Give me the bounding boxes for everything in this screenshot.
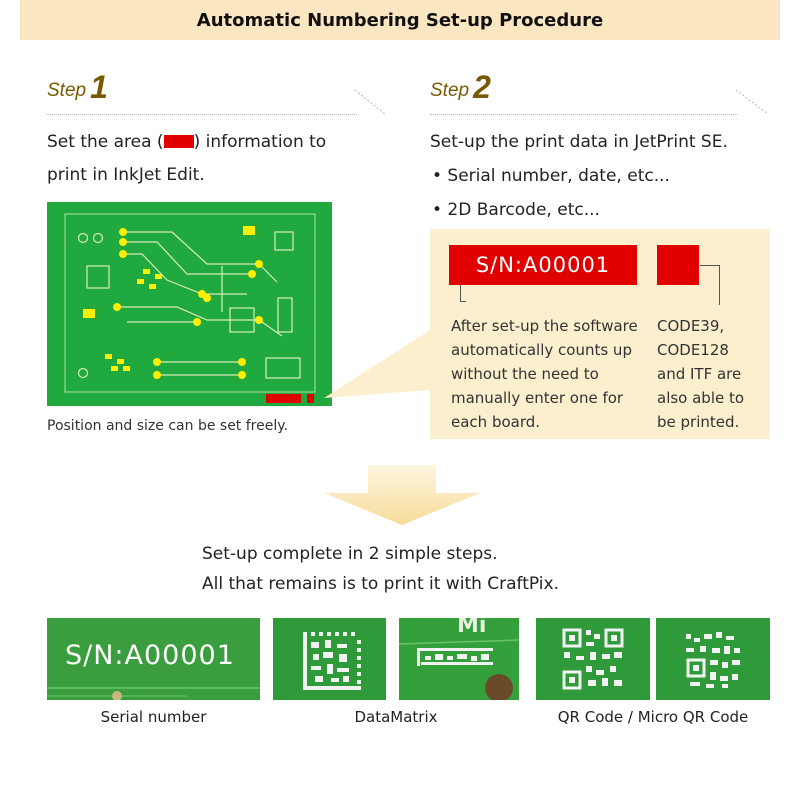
caption-qr-code: QR Code / Micro QR Code — [557, 708, 749, 726]
micro-qr-code-photo — [656, 618, 770, 700]
desc-line: automatically counts up — [451, 341, 632, 359]
caption-datamatrix: DataMatrix — [354, 708, 438, 726]
datamatrix-code-1 — [303, 632, 361, 690]
step2-rule-slant — [736, 90, 769, 115]
desc-line: be printed. — [657, 413, 740, 431]
desc-line: also able to — [657, 389, 745, 407]
step1-line2: print in InkJet Edit. — [47, 165, 205, 185]
serial-connector-line — [460, 285, 461, 301]
step2-word: Step — [430, 80, 470, 101]
header-band: Automatic Numbering Set-up Procedure — [20, 0, 780, 40]
page-title: Automatic Numbering Set-up Procedure — [196, 9, 604, 31]
bullet-serial-number: • Serial number, date, etc... — [432, 166, 670, 186]
step1-rule — [47, 114, 357, 115]
desc-line: manually enter one for — [451, 389, 624, 407]
datamatrix-photo-2: Mi — [399, 618, 519, 700]
step2-number: 2 — [473, 69, 491, 105]
datamatrix-photo-1 — [273, 618, 386, 700]
step1-number: 1 — [90, 69, 108, 105]
datamatrix-code-2: Mi — [399, 618, 519, 700]
barcode-types-description: CODE39, CODE128 and ITF are also able to… — [657, 314, 744, 434]
pcb-illustration — [47, 202, 332, 406]
barcode-connector-line — [719, 265, 720, 305]
serial-number-box: S/N:A00001 — [449, 245, 637, 285]
serial-photo-text: S/N:A00001 — [65, 640, 235, 671]
barcode-box — [657, 245, 699, 285]
step1-heading: Step 1 — [47, 69, 108, 105]
serial-photo-traces — [47, 687, 260, 700]
desc-line: each board. — [451, 413, 541, 431]
step1-word: Step — [47, 80, 87, 101]
auto-count-description: After set-up the software automatically … — [451, 314, 638, 434]
qr-code-photo — [536, 618, 650, 700]
desc-line: CODE39, — [657, 317, 725, 335]
bullet-2d-barcode: • 2D Barcode, etc... — [432, 200, 600, 220]
step1-rule-slant — [355, 90, 386, 115]
serial-number-photo: S/N:A00001 — [47, 618, 260, 700]
qr-code-icon — [562, 628, 624, 690]
step1-line1-before: Set the area ( — [47, 132, 164, 152]
caption-serial-number: Serial number — [100, 708, 207, 726]
desc-line: and ITF are — [657, 365, 742, 383]
step2-heading: Step 2 — [430, 69, 491, 105]
step1-caption: Position and size can be set freely. — [47, 418, 288, 434]
down-arrow-icon — [324, 465, 480, 525]
svg-text:Mi: Mi — [457, 618, 486, 638]
step2-rule — [430, 114, 738, 115]
summary-line1: Set-up complete in 2 simple steps. — [202, 544, 498, 564]
marking-area-markers — [266, 394, 314, 403]
pcb-drawing — [64, 213, 316, 403]
desc-line: After set-up the software — [451, 317, 638, 335]
summary-line2: All that remains is to print it with Cra… — [202, 574, 559, 594]
print-area-swatch — [163, 135, 194, 148]
micro-qr-code-icon — [686, 632, 740, 688]
step1-description: Set the area ( ) information to print in … — [47, 126, 377, 192]
step1-line1-after: ) information to — [193, 132, 327, 152]
barcode-connector-top — [700, 265, 719, 266]
desc-line: CODE128 — [657, 341, 729, 359]
callout-wedge — [324, 330, 430, 398]
desc-line: without the need to — [451, 365, 599, 383]
serial-connector-tick — [460, 301, 466, 302]
step2-intro: Set-up the print data in JetPrint SE. — [430, 132, 728, 152]
